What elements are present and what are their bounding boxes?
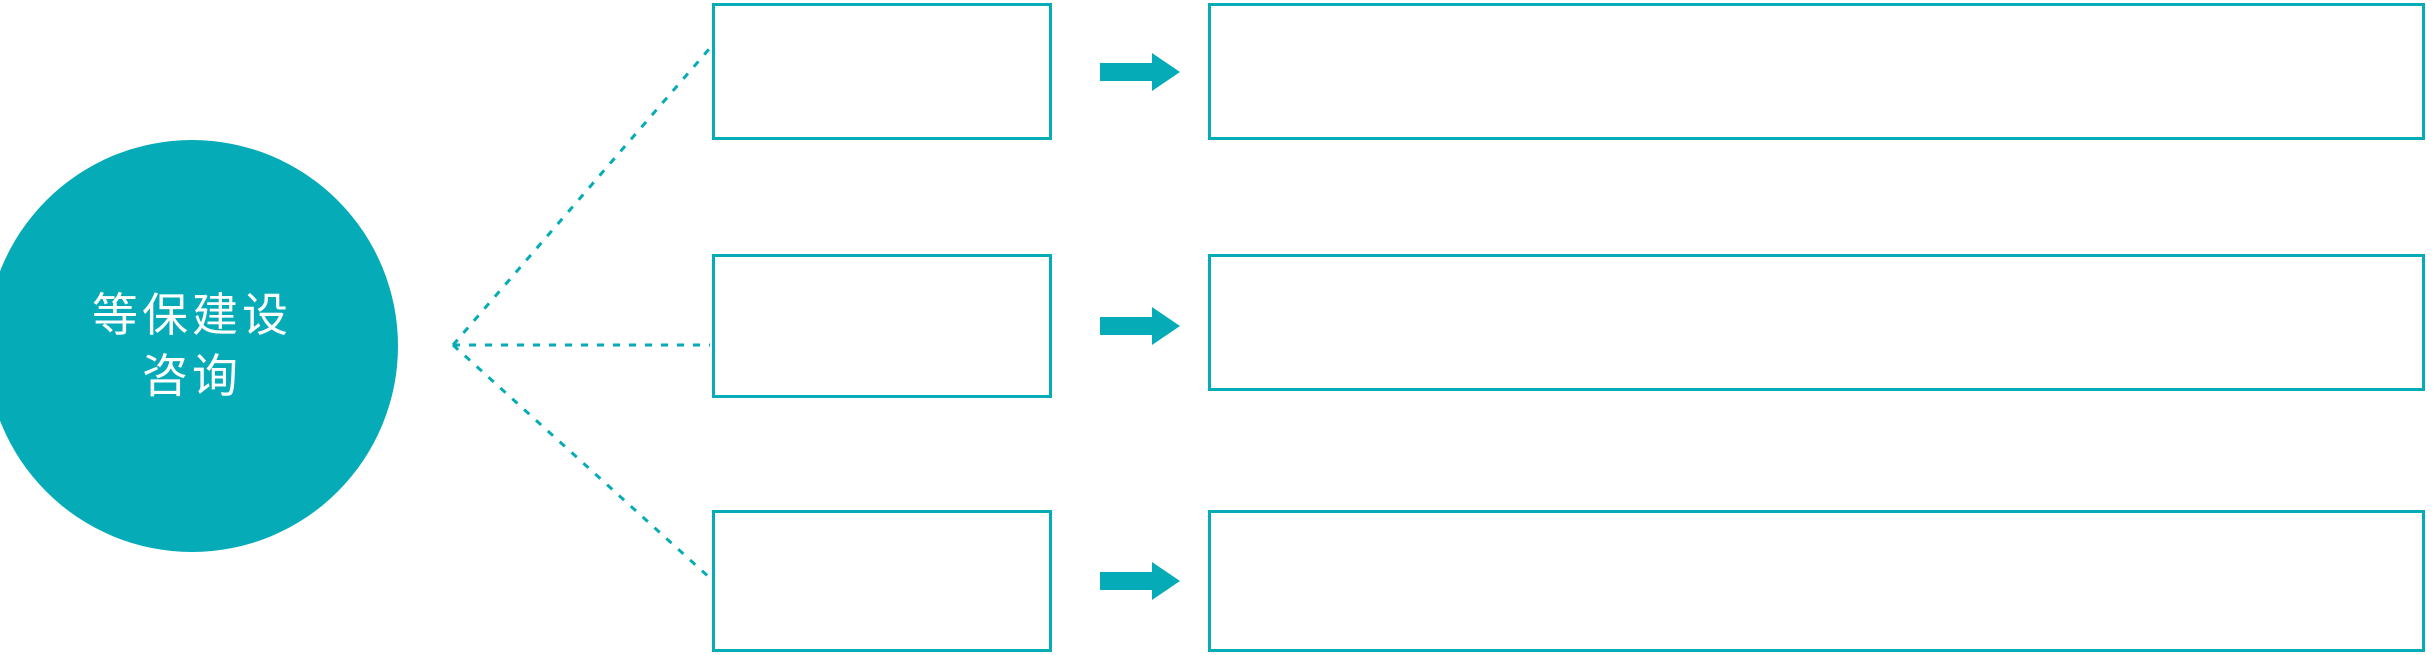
right-block-arrow-1 xyxy=(1100,53,1180,91)
description-box-3[interactable] xyxy=(1208,510,2425,652)
right-block-arrow-2 xyxy=(1100,307,1180,345)
hub-circle: 等保建设 咨询 xyxy=(0,140,398,552)
category-box-1[interactable] xyxy=(712,3,1052,140)
description-box-1[interactable] xyxy=(1208,3,2425,140)
category-box-3[interactable] xyxy=(712,510,1052,652)
category-box-2[interactable] xyxy=(712,254,1052,398)
hub-label-line-2: 咨询 xyxy=(142,350,242,402)
connector-line-top xyxy=(451,47,712,346)
connector-line-bottom xyxy=(451,343,712,580)
hub-label-line-1: 等保建设 xyxy=(92,289,292,342)
right-block-arrow-3 xyxy=(1100,562,1180,600)
description-box-2[interactable] xyxy=(1208,254,2425,391)
